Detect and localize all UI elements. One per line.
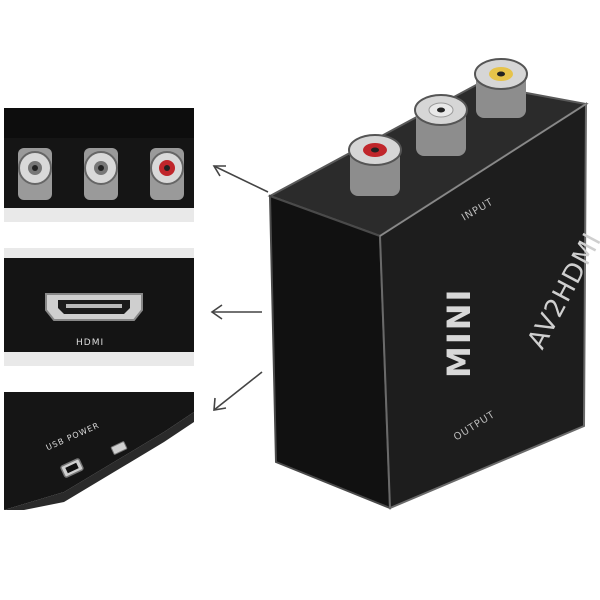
micro-usb-port-icon (60, 458, 84, 478)
brand-text: MINI (440, 287, 478, 378)
hdmi-label: HDMI (76, 338, 105, 348)
arrow-to-hdmi (210, 304, 262, 320)
rca-inputs-closeup (4, 108, 194, 222)
rca-jack-right (150, 148, 184, 200)
hdmi-output-closeup: HDMI (4, 248, 194, 366)
device-left-face (268, 194, 392, 510)
arrow-to-rca (212, 165, 269, 193)
usb-power-closeup: USB POWER (4, 392, 194, 510)
power-switch-icon (110, 441, 128, 455)
rca-jack-red (348, 134, 402, 196)
usb-closeup-art (4, 392, 194, 510)
rca-jack-white (414, 94, 468, 156)
rca-closeup-art (4, 108, 194, 222)
hdmi-port-icon (45, 293, 143, 321)
rca-jack-middle (84, 148, 118, 200)
rca-jack-yellow (474, 58, 528, 118)
rca-jack-left (18, 148, 52, 200)
arrow-to-usb (213, 371, 263, 411)
hdmi-closeup-art (4, 248, 194, 366)
